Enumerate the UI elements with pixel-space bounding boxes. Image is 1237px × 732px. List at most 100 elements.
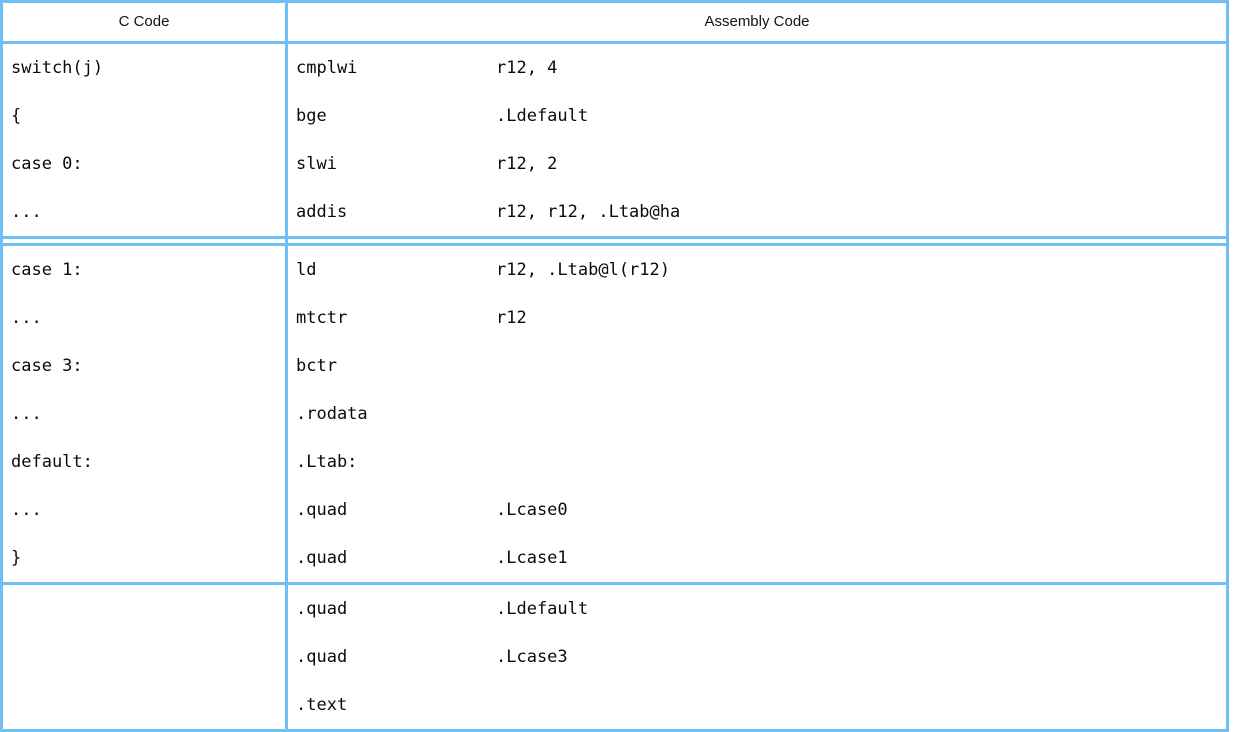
assembly-line: cmplwi r12, 4 bbox=[296, 58, 1226, 78]
c-code-cell bbox=[1, 681, 288, 731]
assembly-line: mtctr r12 bbox=[296, 308, 1226, 328]
c-code-cell: ... bbox=[1, 486, 288, 534]
c-code-text: switch(j) bbox=[11, 58, 104, 78]
assembly-code-cell: .rodata bbox=[286, 390, 1228, 438]
table-row: default: .Ltab: bbox=[1, 438, 1228, 486]
assembly-mnemonic: .quad bbox=[296, 599, 348, 619]
assembly-code-cell: ld r12, .Ltab@l(r12) bbox=[286, 244, 1228, 294]
assembly-operands: r12, .Ltab@l(r12) bbox=[496, 260, 670, 280]
table-row: ... .quad .Lcase0 bbox=[1, 486, 1228, 534]
assembly-operands: .Ldefault bbox=[496, 106, 589, 126]
assembly-mnemonic: bctr bbox=[296, 356, 337, 376]
c-code-cell: default: bbox=[1, 438, 288, 486]
table-row: .text bbox=[1, 681, 1228, 731]
assembly-line: bge .Ldefault bbox=[296, 106, 1226, 126]
assembly-mnemonic: mtctr bbox=[296, 308, 348, 328]
assembly-mnemonic: bge bbox=[296, 106, 327, 126]
c-code-text: default: bbox=[11, 452, 93, 472]
c-code-text: case 3: bbox=[11, 356, 83, 376]
section-separator bbox=[1, 582, 1228, 586]
assembly-operands: r12 bbox=[496, 308, 527, 328]
section-separator bbox=[1, 236, 1228, 246]
c-code-text: ... bbox=[11, 202, 42, 222]
table-row: case 3: bctr bbox=[1, 342, 1228, 390]
table-section-2: case 1: ld r12, .Ltab@l(r12)... mtctr r12 cas… bbox=[1, 244, 1228, 584]
assembly-line: bctr bbox=[296, 356, 1226, 376]
assembly-code-cell: .quad .Lcase0 bbox=[286, 486, 1228, 534]
assembly-code-cell: cmplwi r12, 4 bbox=[286, 41, 1228, 92]
assembly-code-cell: .quad .Lcase1 bbox=[286, 534, 1228, 584]
assembly-code-cell: slwi r12, 2 bbox=[286, 140, 1228, 188]
table-row: case 1: ld r12, .Ltab@l(r12) bbox=[1, 244, 1228, 294]
table-row: case 0: slwi r12, 2 bbox=[1, 140, 1228, 188]
assembly-line: .text bbox=[296, 695, 1226, 715]
assembly-line: .quad .Lcase0 bbox=[296, 500, 1226, 520]
assembly-operands: .Lcase0 bbox=[496, 500, 568, 520]
table-section-3: .quad .Ldefault .quad .Lcase3 .text bbox=[1, 585, 1228, 731]
assembly-code-cell: bctr bbox=[286, 342, 1228, 390]
c-code-text: { bbox=[11, 106, 22, 126]
assembly-operands: .Lcase1 bbox=[496, 548, 568, 568]
assembly-line: .quad .Ldefault bbox=[296, 599, 1226, 619]
assembly-mnemonic: .quad bbox=[296, 647, 348, 667]
assembly-code-cell: .quad .Ldefault bbox=[286, 585, 1228, 633]
assembly-code-cell: .quad .Lcase3 bbox=[286, 633, 1228, 681]
assembly-mnemonic: .quad bbox=[296, 500, 348, 520]
c-code-cell: ... bbox=[1, 390, 288, 438]
section-separator-row bbox=[1, 582, 1228, 586]
c-code-text: case 1: bbox=[11, 260, 83, 280]
assembly-code-cell: mtctr r12 bbox=[286, 294, 1228, 342]
assembly-operands: .Lcase3 bbox=[496, 647, 568, 667]
assembly-mnemonic: ld bbox=[296, 260, 317, 280]
table-row: { bge .Ldefault bbox=[1, 92, 1228, 140]
assembly-operands: .Ldefault bbox=[496, 599, 589, 619]
assembly-mnemonic: .Ltab: bbox=[296, 452, 358, 472]
c-code-text: ... bbox=[11, 500, 42, 520]
c-code-cell bbox=[1, 585, 288, 633]
c-code-cell: } bbox=[1, 534, 288, 584]
assembly-mnemonic: cmplwi bbox=[296, 58, 358, 78]
column-header-assembly-code: Assembly Code bbox=[286, 1, 1228, 43]
table-section-1: switch(j) cmplwi r12, 4 { bge .Ldefault case 0… bbox=[1, 41, 1228, 238]
assembly-line: slwi r12, 2 bbox=[296, 154, 1226, 174]
assembly-line: .quad .Lcase1 bbox=[296, 548, 1226, 568]
table-row: .quad .Lcase3 bbox=[1, 633, 1228, 681]
assembly-operands: r12, 2 bbox=[496, 154, 558, 174]
assembly-mnemonic: slwi bbox=[296, 154, 337, 174]
c-code-text: ... bbox=[11, 308, 42, 328]
assembly-code-cell: .text bbox=[286, 681, 1228, 731]
assembly-line: .Ltab: bbox=[296, 452, 1226, 472]
c-code-cell: switch(j) bbox=[1, 41, 288, 92]
column-header-c-code: C Code bbox=[1, 1, 288, 43]
c-code-cell bbox=[1, 633, 288, 681]
assembly-operands: r12, r12, .Ltab@ha bbox=[496, 202, 681, 222]
c-code-cell: ... bbox=[1, 294, 288, 342]
assembly-line: .rodata bbox=[296, 404, 1226, 424]
assembly-code-cell: .Ltab: bbox=[286, 438, 1228, 486]
assembly-line: ld r12, .Ltab@l(r12) bbox=[296, 260, 1226, 280]
table-row: } .quad .Lcase1 bbox=[1, 534, 1228, 584]
assembly-mnemonic: .quad bbox=[296, 548, 348, 568]
table-row: switch(j) cmplwi r12, 4 bbox=[1, 41, 1228, 92]
c-code-cell: case 3: bbox=[1, 342, 288, 390]
section-separator-cell bbox=[286, 236, 1228, 246]
section-separator-cell bbox=[1, 582, 288, 586]
c-code-text: case 0: bbox=[11, 154, 83, 174]
assembly-mnemonic: .rodata bbox=[296, 404, 368, 424]
section-separator-row bbox=[1, 236, 1228, 246]
header-row: C Code Assembly Code bbox=[1, 1, 1228, 43]
table-row: .quad .Ldefault bbox=[1, 585, 1228, 633]
assembly-operands: r12, 4 bbox=[496, 58, 558, 78]
table-row: ... .rodata bbox=[1, 390, 1228, 438]
table-row: ... mtctr r12 bbox=[1, 294, 1228, 342]
assembly-code-cell: bge .Ldefault bbox=[286, 92, 1228, 140]
table-header: C Code Assembly Code bbox=[1, 1, 1228, 43]
c-code-text: } bbox=[11, 548, 22, 568]
c-code-text: ... bbox=[11, 404, 42, 424]
assembly-line: .quad .Lcase3 bbox=[296, 647, 1226, 667]
c-code-cell: case 1: bbox=[1, 244, 288, 294]
